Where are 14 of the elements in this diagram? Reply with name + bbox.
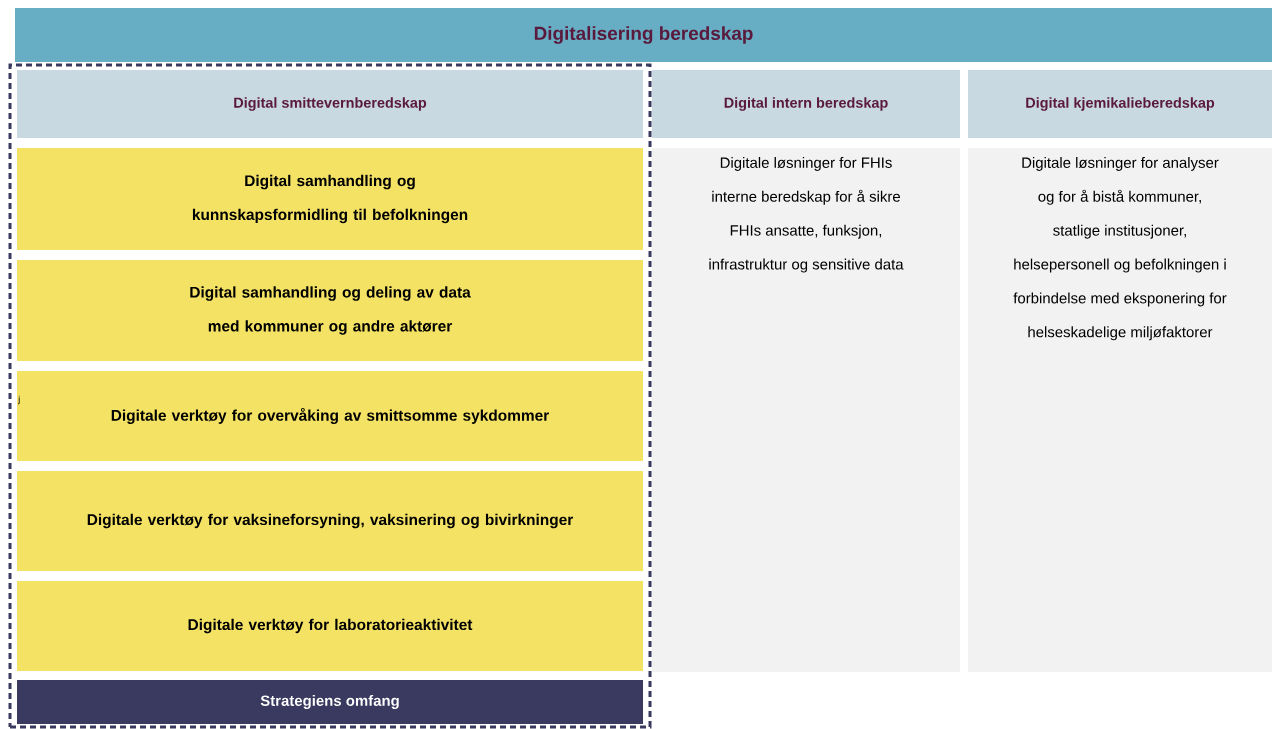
description-panel: Digitale løsninger for analyser og for å bistå kommuner, statlige institusjoner, helsepersonell og befolkningen i forbindelse med eksponering for helseskadelige miljøfaktorer bbox=[968, 148, 1272, 672]
column-header: Digital smittevernberedskap bbox=[17, 70, 643, 138]
column-header: Digital intern beredskap bbox=[652, 70, 960, 138]
scope-box: Digital samhandling og deling av data med kommuner og andre aktører bbox=[17, 260, 643, 361]
description-panel: Digitale løsninger for FHIs interne beredskap for å sikre FHIs ansatte, funksjon, infrastruktur og sensitive data bbox=[652, 148, 960, 672]
stray-letter: j bbox=[18, 395, 20, 405]
scope-box: Digital samhandling og kunnskapsformidling til befolkningen bbox=[17, 148, 643, 250]
dashed-frame bbox=[8, 63, 652, 729]
scope-box: Digitale verktøy for laboratorieaktivitet bbox=[17, 581, 643, 671]
scope-band: Strategiens omfang bbox=[17, 680, 643, 724]
column-header: Digital kjemikalieberedskap bbox=[968, 70, 1272, 138]
title-band: Digitalisering beredskap bbox=[15, 8, 1272, 62]
node-label: Strategiens omfang bbox=[260, 695, 399, 709]
scope-box: Digitale verktøy for vaksineforsyning, vaksinering og bivirkninger bbox=[17, 471, 643, 571]
